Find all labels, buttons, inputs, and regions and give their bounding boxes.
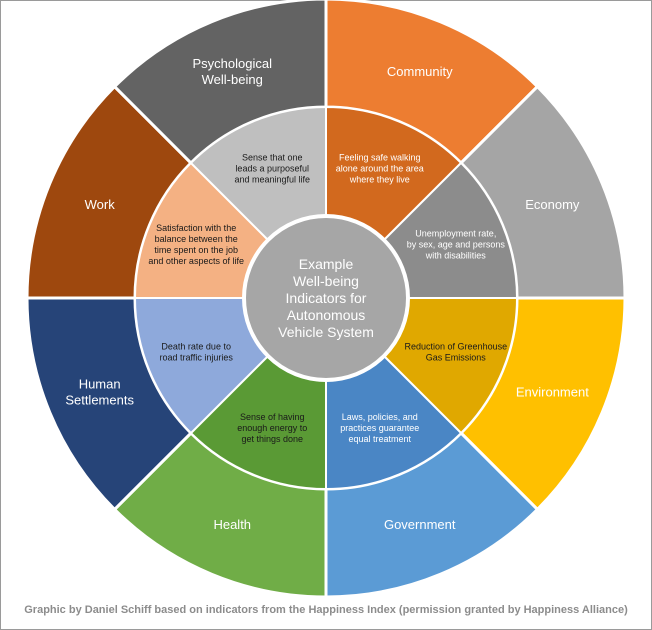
indicator-label-environment-line: Gas Emissions <box>426 352 487 362</box>
indicator-label-government-line: equal treatment <box>348 434 411 444</box>
domain-label-community: Community <box>387 64 453 79</box>
domain-label-health-line: Health <box>213 517 251 532</box>
center-title-line: Autonomous <box>287 307 366 323</box>
indicator-label-health-line: enough energy to <box>237 423 307 433</box>
domain-label-human-settlements-line: Settlements <box>65 392 134 407</box>
domain-label-community-line: Community <box>387 64 453 79</box>
indicator-label-economy-line: with disabilities <box>425 250 487 260</box>
domain-label-economy-line: Economy <box>525 197 580 212</box>
indicator-label-health-line: Sense of having <box>240 412 305 422</box>
indicator-label-community-line: Feeling safe walking <box>339 152 421 162</box>
domain-label-health: Health <box>213 517 251 532</box>
domain-label-government: Government <box>384 517 456 532</box>
indicator-label-community-line: where they live <box>349 174 410 184</box>
indicator-label-environment-line: Reduction of Greenhouse <box>405 341 508 351</box>
indicator-label-work-line: time spent on the job <box>154 245 238 255</box>
center-title-line: Well-being <box>293 273 359 289</box>
indicator-label-economy-line: by sex, age and persons <box>407 239 506 249</box>
domain-label-human-settlements-line: Human <box>79 376 121 391</box>
domain-label-psychological-well-being-line: Well-being <box>202 72 263 87</box>
domain-label-work-line: Work <box>85 197 116 212</box>
figure-caption: Graphic by Daniel Schiff based on indica… <box>24 604 628 616</box>
indicator-label-economy-line: Unemployment rate, <box>415 228 496 238</box>
indicator-label-human-settlements-line: road traffic injuries <box>160 352 234 362</box>
indicator-label-psychological-well-being-line: Sense that one <box>242 152 303 162</box>
indicator-label-work-line: Satisfaction with the <box>156 223 236 233</box>
domain-label-government-line: Government <box>384 517 456 532</box>
indicator-label-government-line: Laws, policies, and <box>342 412 418 422</box>
domain-label-psychological-well-being-line: Psychological <box>192 56 272 71</box>
domain-label-economy: Economy <box>525 197 580 212</box>
center-title-line: Vehicle System <box>278 324 374 340</box>
indicator-label-community-line: alone around the area <box>336 163 424 173</box>
domain-label-environment: Environment <box>516 384 589 399</box>
center-title-line: Example <box>299 256 354 272</box>
indicator-label-psychological-well-being-line: leads a purposeful <box>235 163 309 173</box>
indicator-label-work-line: balance between the <box>155 234 238 244</box>
indicator-label-work-line: and other aspects of life <box>148 256 244 266</box>
indicator-label-health-line: get things done <box>241 434 303 444</box>
indicator-label-government-line: practices guarantee <box>340 423 419 433</box>
indicator-label-human-settlements-line: Death rate due to <box>161 341 231 351</box>
indicator-label-economy: Unemployment rate,by sex, age and person… <box>407 228 506 260</box>
domain-label-environment-line: Environment <box>516 384 589 399</box>
indicator-label-psychological-well-being-line: and meaningful life <box>234 174 310 184</box>
domain-label-work: Work <box>85 197 116 212</box>
center-title-line: Indicators for <box>286 290 367 306</box>
center-circle <box>242 214 410 382</box>
